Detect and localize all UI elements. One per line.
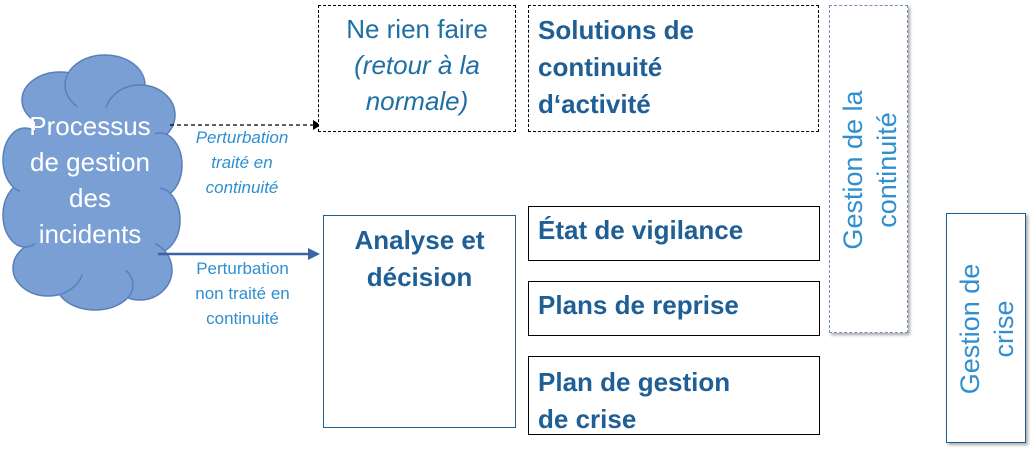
vigilance-box: État de vigilance xyxy=(528,206,820,261)
edge-label-not-handled: Perturbation non traité en continuité xyxy=(195,259,290,328)
do-nothing-title: Ne rien faire xyxy=(346,14,488,44)
cloud-shape xyxy=(2,54,183,311)
crisis-management-box: Gestion de crise xyxy=(946,213,1026,443)
edge-label-handled: Perturbation traité en continuité xyxy=(195,128,289,197)
continuity-management-box: Gestion de la continuité xyxy=(829,5,908,333)
recovery-box: Plans de reprise xyxy=(528,281,820,336)
crisis-plan-label: Plan de gestion de crise xyxy=(538,367,731,434)
continuity-solutions-box: Solutions de continuité d‘activité xyxy=(528,5,819,132)
crisis-management-label: Gestion de crise xyxy=(955,263,1019,395)
recovery-label: Plans de reprise xyxy=(538,290,739,320)
arrow-handled-head xyxy=(313,120,321,130)
do-nothing-box: Ne rien faire (retour à la normale) xyxy=(318,5,516,132)
analysis-box: Analyse et décision xyxy=(323,215,516,428)
vigilance-label: État de vigilance xyxy=(538,215,744,245)
continuity-management-label: Gestion de la continuité xyxy=(838,90,902,250)
arrow-not-handled-head xyxy=(308,248,320,260)
crisis-plan-box: Plan de gestion de crise xyxy=(528,356,820,435)
incident-process-label: Processus de gestion des incidents xyxy=(29,111,151,249)
continuity-solutions-label: Solutions de continuité d‘activité xyxy=(538,15,694,119)
analysis-label: Analyse et décision xyxy=(354,225,485,292)
do-nothing-subtitle: (retour à la normale) xyxy=(354,50,480,116)
